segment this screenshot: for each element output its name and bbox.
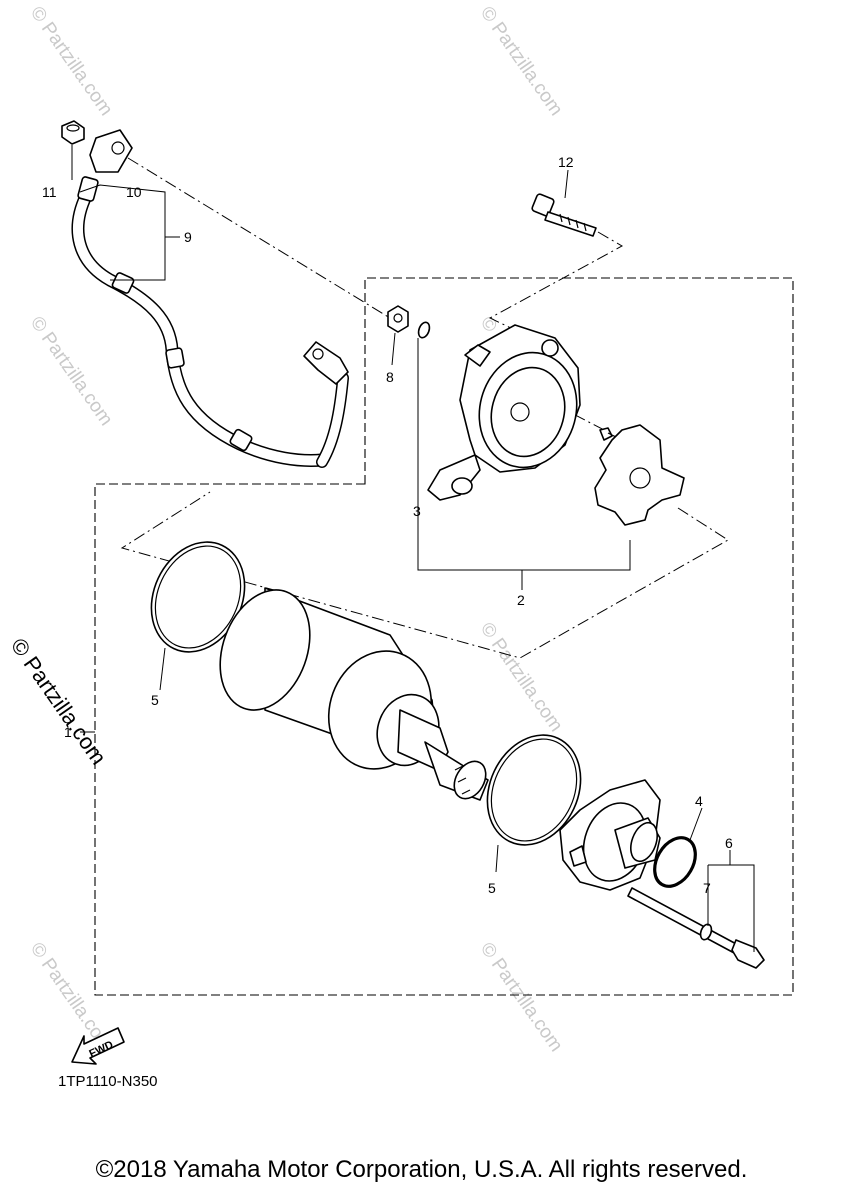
callout-4: 4 xyxy=(695,793,703,809)
diagram-code: 1TP1110-N350 xyxy=(58,1073,158,1090)
part-5-seal-ring-rear-inner xyxy=(490,738,578,842)
watermark-small: © Partzilla.com xyxy=(476,939,567,1056)
watermark-small: © Partzilla.com xyxy=(26,3,117,120)
cable-routing-line xyxy=(127,157,391,319)
part-6-long-bolt xyxy=(627,887,765,969)
copyright-notice: ©2018 Yamaha Motor Corporation, U.S.A. A… xyxy=(95,1156,748,1183)
callout-10: 10 xyxy=(126,184,142,200)
part-3-o-ring xyxy=(417,321,431,339)
part-1-starter-motor-body xyxy=(219,587,489,801)
watermark-large: © Partzilla.com xyxy=(6,634,112,770)
part-5-seal-ring-rear xyxy=(486,734,582,846)
watermark-small: © Partzilla.com xyxy=(476,619,567,736)
callout-11: 11 xyxy=(42,184,57,200)
callout-1: 1 xyxy=(64,724,72,740)
part-4-o-ring xyxy=(653,836,697,888)
part-5-seal-ring-front-inner xyxy=(154,545,242,649)
callout-2: 2 xyxy=(517,592,525,608)
callout-5-rear: 5 xyxy=(488,880,496,896)
callout-7: 7 xyxy=(703,880,711,896)
part-11-nut xyxy=(61,120,85,145)
callout-8: 8 xyxy=(386,369,394,385)
callout-12: 12 xyxy=(558,154,574,170)
bolt-routing-line xyxy=(488,231,624,331)
assembly-boundaries xyxy=(94,157,794,996)
brush-holder-routing-line xyxy=(120,491,729,659)
part-9-starter-cable xyxy=(71,129,349,468)
part-1-front-cover xyxy=(559,779,661,891)
callout-9: 9 xyxy=(184,229,192,245)
callout-3: 3 xyxy=(413,503,421,519)
callouts: 1 2 3 4 5 5 6 7 8 9 10 11 12 xyxy=(42,154,733,896)
callout-6: 6 xyxy=(725,835,733,851)
part-2-rear-cover xyxy=(427,324,581,501)
part-7-o-ring xyxy=(699,923,713,941)
part-8-nut xyxy=(387,305,409,333)
part-2-brush-holder xyxy=(594,424,685,526)
watermark-small: © Partzilla.com xyxy=(26,313,117,430)
alignment-axis-line xyxy=(495,373,609,433)
watermark-small: © Partzilla.com xyxy=(476,3,567,120)
callout-5-front: 5 xyxy=(151,692,159,708)
watermark-layer: © Partzilla.com © Partzilla.com © Partzi… xyxy=(6,3,567,1056)
leader-lines xyxy=(71,145,755,952)
part-12-bolt xyxy=(531,193,597,237)
